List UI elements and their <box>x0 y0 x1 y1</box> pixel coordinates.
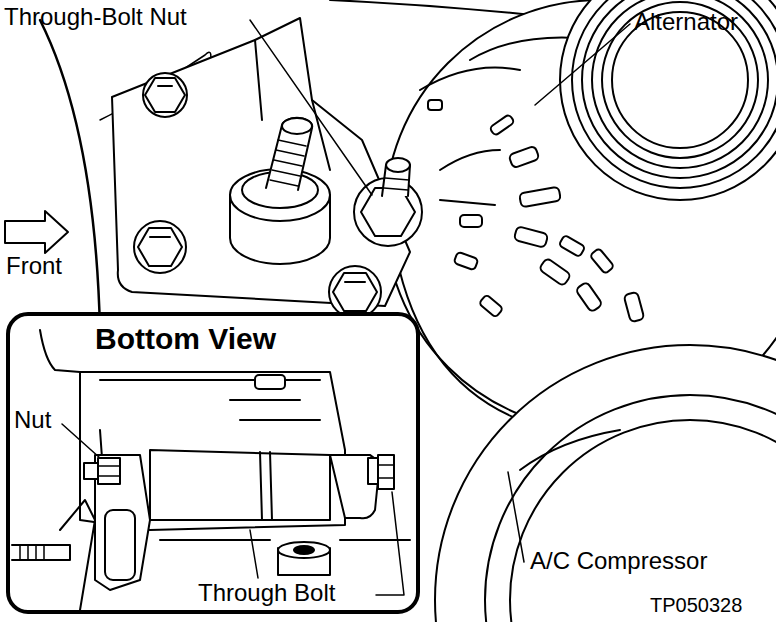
stud-boss <box>282 118 312 134</box>
ac-compressor <box>485 395 776 622</box>
bolt-heads <box>150 236 170 238</box>
bottom-view-illustration <box>6 312 418 612</box>
through-bolt-nut <box>354 158 422 246</box>
alternator <box>590 248 615 274</box>
inset-title: Bottom View <box>95 322 276 356</box>
part-label: Alternator <box>634 9 738 35</box>
bottom-view-illustration <box>60 500 95 610</box>
bottom-view-illustration <box>98 466 120 476</box>
bottom-view-illustration <box>160 539 410 541</box>
stud-boss <box>230 118 330 264</box>
bolt-heads <box>134 73 381 318</box>
bottom-view-illustration <box>150 450 330 520</box>
bottom-view-illustration <box>98 458 120 484</box>
alternator <box>460 215 482 227</box>
ac-compressor <box>435 345 776 622</box>
direction-label: Front <box>6 253 62 279</box>
bolt-heads <box>145 78 185 112</box>
ac-compressor <box>510 420 776 622</box>
bolt-heads <box>329 266 381 318</box>
alternator <box>519 187 561 208</box>
alternator <box>479 294 504 317</box>
bottom-view-illustration <box>378 465 394 478</box>
bottom-view-illustration <box>20 545 44 560</box>
part-label: Through Bolt <box>196 580 337 606</box>
bolt-heads <box>143 73 187 117</box>
bottom-view-illustration <box>330 455 378 518</box>
alternator <box>489 114 514 136</box>
ac-compressor <box>520 430 620 470</box>
alternator <box>454 252 479 271</box>
bolt-heads <box>134 221 186 273</box>
front-arrow <box>5 211 68 253</box>
bolt-heads <box>333 273 377 311</box>
bottom-view-illustration <box>368 458 378 484</box>
leader-lines <box>250 20 372 195</box>
alternator-pulley <box>560 0 776 200</box>
bottom-view-illustration <box>278 542 330 558</box>
part-label: A/C Compressor <box>528 548 709 574</box>
through-bolt-nut <box>354 178 422 246</box>
alternator-pulley <box>582 0 776 178</box>
bottom-view-illustration <box>250 530 258 578</box>
leader-lines <box>535 24 630 105</box>
stud-boss <box>270 140 306 186</box>
bolt-heads <box>345 281 365 283</box>
stud-boss <box>266 118 312 190</box>
alternator-pulley <box>602 2 758 158</box>
alternator <box>514 226 549 248</box>
bottom-view-illustration <box>378 455 394 489</box>
alternator <box>539 258 572 287</box>
alternator-pulley <box>560 0 776 200</box>
figure-id: TP050328 <box>648 594 744 616</box>
alternator <box>575 282 603 313</box>
alternator <box>428 100 442 110</box>
bottom-view-illustration <box>255 375 285 389</box>
leader-lines <box>508 472 524 562</box>
part-label: Through-Bolt Nut <box>4 4 187 30</box>
bracket-plate <box>312 100 330 170</box>
alternator-pulley <box>572 0 776 188</box>
alternator <box>440 200 495 205</box>
part-label: Nut <box>12 407 53 433</box>
through-bolt-nut <box>386 158 410 172</box>
bottom-view-illustration <box>62 424 404 595</box>
bracket-plate <box>255 40 262 120</box>
engine-illustration <box>40 20 100 330</box>
bottom-view-inset: Bottom View <box>6 312 420 614</box>
alternator-pulley <box>592 0 768 168</box>
alternator <box>420 68 520 91</box>
bottom-view-illustration <box>12 545 70 560</box>
alternator <box>508 146 539 169</box>
ac-compressor <box>435 345 776 622</box>
bottom-view-illustration <box>40 330 80 372</box>
alternator <box>559 235 586 257</box>
bolt-heads <box>138 228 182 266</box>
bottom-view-illustration <box>294 546 314 554</box>
alternator <box>440 150 500 170</box>
bottom-view-illustration <box>95 455 150 590</box>
bottom-view-illustration <box>260 452 272 520</box>
bottom-view-illustration <box>100 380 320 420</box>
through-bolt-nut <box>384 178 409 190</box>
bottom-view-illustration <box>12 330 410 610</box>
bottom-view-illustration <box>84 463 98 479</box>
bolt-heads <box>158 85 172 87</box>
bracket-plate <box>112 18 410 306</box>
bottom-view-illustration <box>105 510 135 580</box>
bracket-plate <box>112 18 410 306</box>
bottom-view-illustration <box>62 424 100 458</box>
alternator <box>624 292 645 323</box>
bottom-view-illustration <box>376 492 404 595</box>
